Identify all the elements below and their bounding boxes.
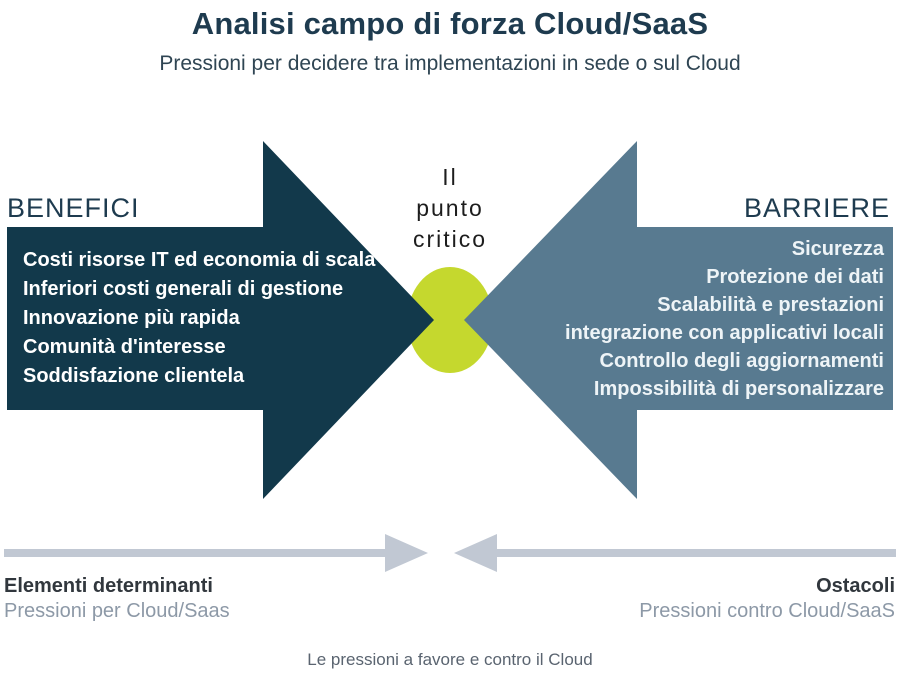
page-subtitle: Pressioni per decidere tra implementazio… bbox=[159, 52, 741, 75]
barrier-item: Controllo degli aggiornamenti bbox=[599, 350, 884, 372]
drivers-title: Elementi determinanti bbox=[4, 575, 213, 597]
drivers-label-group: Elementi determinanti Pressioni per Clou… bbox=[4, 574, 230, 624]
drivers-subtitle: Pressioni per Cloud/Saas bbox=[4, 600, 230, 622]
barriers-heading: BARRIERE bbox=[743, 193, 890, 223]
barrier-item: Sicurezza bbox=[791, 238, 884, 260]
obstacle-arrow-shape bbox=[454, 534, 896, 572]
critical-point-circle bbox=[407, 267, 493, 373]
critical-point-label: Il punto critico bbox=[412, 164, 488, 252]
benefit-item: Innovazione più rapida bbox=[23, 307, 240, 329]
barriers-arrow-shape bbox=[464, 141, 893, 499]
footer-caption: Le pressioni a favore e contro il Cloud bbox=[307, 650, 593, 669]
driver-arrow-shape bbox=[4, 534, 428, 572]
benefit-item: Inferiori costi generali di gestione bbox=[23, 278, 344, 300]
benefits-list: Costi risorse IT ed economia di scala In… bbox=[7, 246, 376, 391]
barrier-item: Scalabilità e prestazioni bbox=[657, 294, 884, 316]
page-title: Analisi campo di forza Cloud/SaaS bbox=[191, 6, 709, 41]
barrier-item: integrazione con applicativi locali bbox=[565, 322, 884, 344]
benefits-arrow-shape bbox=[7, 141, 434, 499]
obstacles-title: Ostacoli bbox=[816, 575, 895, 597]
benefit-item: Comunità d'interesse bbox=[23, 336, 226, 358]
barrier-item: Protezione dei dati bbox=[706, 266, 884, 288]
barrier-item: Impossibilità di personalizzare bbox=[593, 378, 884, 400]
obstacles-subtitle: Pressioni contro Cloud/SaaS bbox=[639, 600, 895, 622]
benefit-item: Soddisfazione clientela bbox=[23, 365, 245, 387]
benefit-item: Costi risorse IT ed economia di scala bbox=[23, 249, 376, 271]
barriers-list: Sicurezza Protezione dei dati Scalabilit… bbox=[514, 235, 884, 403]
benefits-heading: BENEFICI bbox=[7, 193, 140, 223]
obstacles-label-group: Ostacoli Pressioni contro Cloud/SaaS bbox=[639, 574, 895, 624]
